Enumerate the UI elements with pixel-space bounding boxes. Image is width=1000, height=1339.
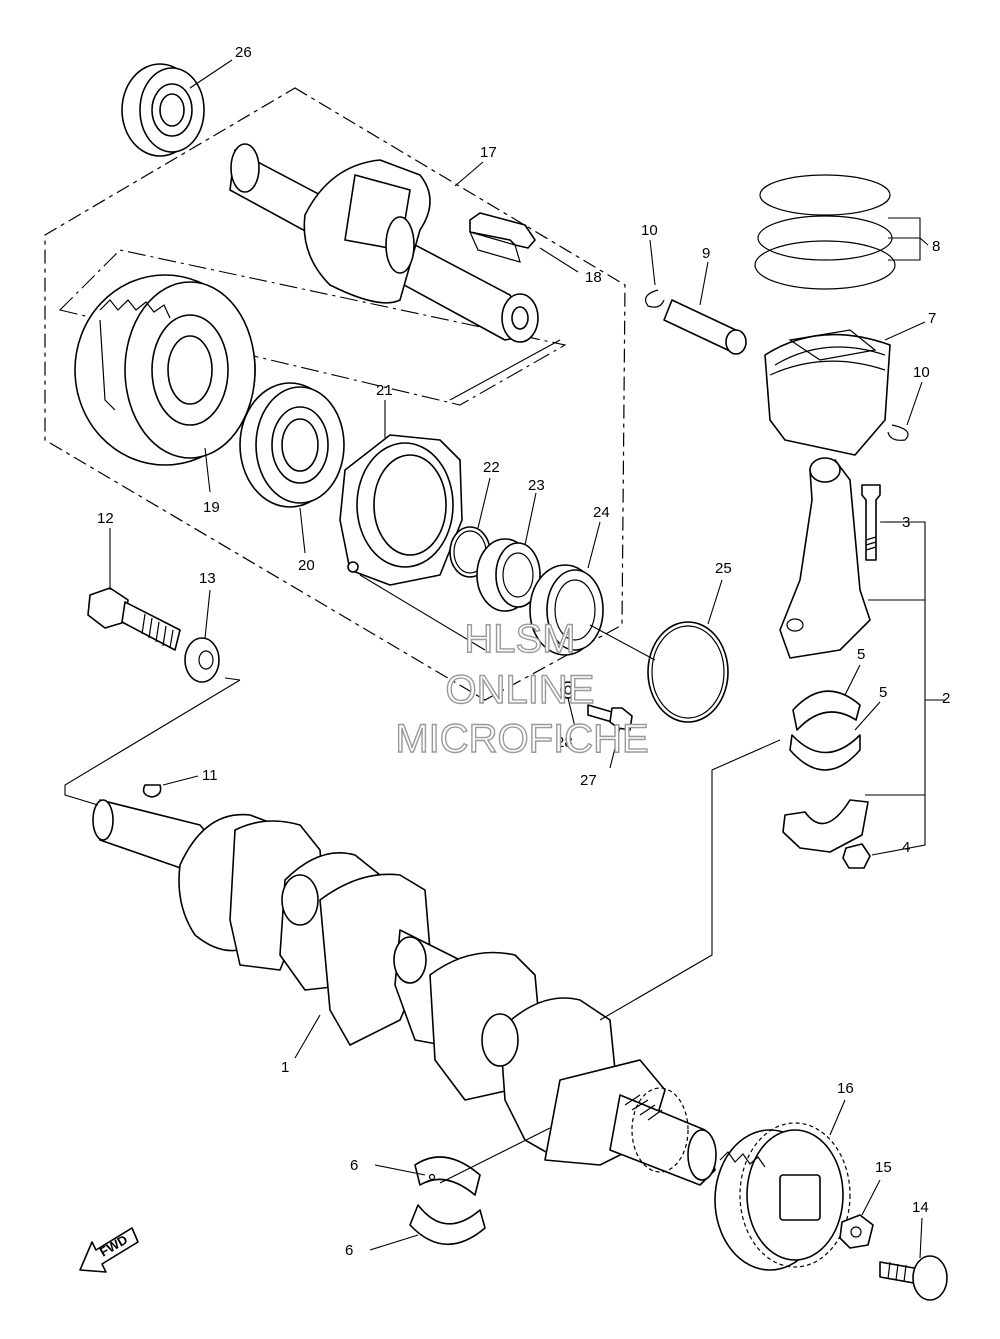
leader-lines xyxy=(64,59,945,1259)
callout-4: 4 xyxy=(902,839,910,856)
washer-13[interactable] xyxy=(184,637,220,683)
rod-cap-2[interactable] xyxy=(782,799,869,853)
rod-bearing-5-lower[interactable] xyxy=(789,734,861,771)
nut-4[interactable] xyxy=(842,843,871,869)
bearing-housing-21[interactable] xyxy=(339,434,463,586)
callout-labels: 26 17 18 10 9 8 7 10 21 19 20 22 23 24 2… xyxy=(97,44,950,1259)
collar-23[interactable] xyxy=(476,538,541,612)
balancer-shaft-17[interactable] xyxy=(229,143,539,343)
piston-pin-9[interactable] xyxy=(663,299,747,355)
callout-26: 26 xyxy=(235,44,252,61)
callout-9: 9 xyxy=(702,245,710,262)
rod-bolt-3[interactable] xyxy=(861,484,881,561)
callout-22: 22 xyxy=(483,459,500,476)
circlip-10-right[interactable] xyxy=(887,424,909,441)
balancer-gear-19[interactable] xyxy=(74,274,256,466)
assembly-boundary xyxy=(44,87,626,701)
watermark-line-2: ONLINE xyxy=(446,668,595,712)
bearing-26[interactable] xyxy=(121,63,205,157)
callout-28: 28 xyxy=(556,734,573,751)
callout-17: 17 xyxy=(480,144,497,161)
callout-21: 21 xyxy=(376,382,393,399)
oil-seal-24[interactable] xyxy=(529,564,604,656)
crankshaft-1[interactable] xyxy=(92,799,717,1186)
gear-16[interactable] xyxy=(714,1122,851,1271)
bolt-14[interactable] xyxy=(879,1255,948,1301)
callout-6b: 6 xyxy=(345,1242,353,1259)
callout-24: 24 xyxy=(593,504,610,521)
piston-rings-8[interactable] xyxy=(754,174,896,290)
watermark-line-3: MICROFICHE xyxy=(395,717,648,761)
callout-2: 2 xyxy=(942,690,950,707)
callout-25: 25 xyxy=(715,560,732,577)
callout-10: 10 xyxy=(641,222,658,239)
callout-8: 8 xyxy=(932,238,940,255)
bolt-12[interactable] xyxy=(87,587,181,651)
bearing-20[interactable] xyxy=(239,382,345,508)
callout-12: 12 xyxy=(97,510,114,527)
callout-14: 14 xyxy=(912,1199,929,1216)
watermark-line-1: HLSM xyxy=(464,617,575,661)
crank-bearing-6-upper[interactable] xyxy=(414,1156,481,1196)
callout-10b: 10 xyxy=(913,364,930,381)
watermark: HLSM ONLINE MICROFICHE xyxy=(395,616,650,761)
callout-19: 19 xyxy=(203,499,220,516)
callout-11: 11 xyxy=(202,767,218,784)
piston-7[interactable] xyxy=(764,329,891,456)
fwd-arrow-icon: FWD xyxy=(79,1227,139,1273)
washer-28[interactable] xyxy=(560,681,576,699)
callout-13: 13 xyxy=(199,570,216,587)
lock-washer-15[interactable] xyxy=(839,1214,874,1249)
rod-bearing-5-upper[interactable] xyxy=(792,690,861,731)
callout-15: 15 xyxy=(875,1159,892,1176)
o-ring-25[interactable] xyxy=(647,621,729,723)
connecting-rod-2[interactable] xyxy=(779,457,871,659)
bolt-27[interactable] xyxy=(587,704,633,731)
balancer-group-outline xyxy=(58,249,567,406)
callout-5b: 5 xyxy=(879,684,887,701)
callout-23: 23 xyxy=(528,477,545,494)
balancer-weight-18[interactable] xyxy=(468,212,536,263)
callout-6a: 6 xyxy=(350,1157,358,1174)
callout-5a: 5 xyxy=(857,646,865,663)
callout-27: 27 xyxy=(580,772,597,789)
woodruff-key-11[interactable] xyxy=(142,784,162,798)
crank-bearing-6-lower[interactable] xyxy=(409,1204,486,1246)
callout-1: 1 xyxy=(281,1059,289,1076)
callout-3: 3 xyxy=(902,514,910,531)
callout-20: 20 xyxy=(298,557,315,574)
callout-7: 7 xyxy=(928,310,936,327)
callout-18: 18 xyxy=(585,269,602,286)
callout-16: 16 xyxy=(837,1080,854,1097)
circlip-10-left[interactable] xyxy=(645,289,665,308)
